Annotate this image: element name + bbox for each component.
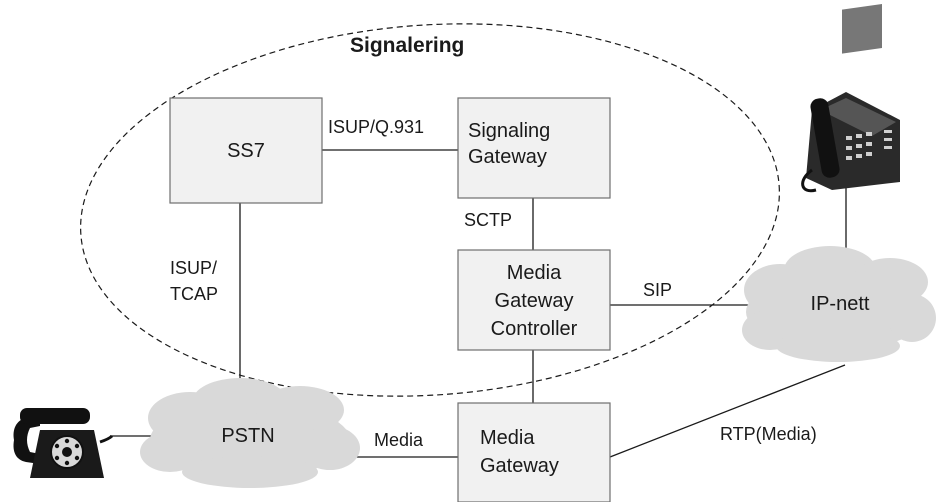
pstn-label: PSTN <box>221 425 274 447</box>
node-signaling-gateway: Signaling Gateway <box>457 97 611 199</box>
label-isup-tcap-2: TCAP <box>170 284 218 304</box>
mgc-label-3: Controller <box>491 318 578 340</box>
node-media-gateway: Media Gateway <box>457 402 611 502</box>
mgc-label-2: Gateway <box>495 290 574 312</box>
cloud-ip-net: IP-nett <box>742 246 936 362</box>
diagram-title: Signalering <box>350 34 464 57</box>
signaling-gateway-label-1: Signaling <box>468 120 550 142</box>
edge-media-gateway-ipnet <box>609 364 846 458</box>
label-isup-q931: ISUP/Q.931 <box>328 117 424 137</box>
node-ss7: SS7 <box>169 97 323 204</box>
desk-phone-icon <box>801 4 900 193</box>
signaling-gateway-label-2: Gateway <box>468 146 547 168</box>
ipnet-label: IP-nett <box>811 293 870 315</box>
mgc-label-1: Media <box>507 262 562 284</box>
label-rtp-media: RTP(Media) <box>720 424 817 444</box>
label-sip: SIP <box>643 280 672 300</box>
media-gateway-label-2: Gateway <box>480 455 559 477</box>
label-media: Media <box>374 430 424 450</box>
node-media-gateway-controller: Media Gateway Controller <box>457 249 611 351</box>
rotary-phone-icon <box>13 408 114 478</box>
label-sctp: SCTP <box>464 210 512 230</box>
label-isup-tcap-1: ISUP/ <box>170 258 217 278</box>
media-gateway-label-1: Media <box>480 427 535 449</box>
signaling-boundary <box>80 23 780 397</box>
cloud-pstn: PSTN <box>140 378 360 488</box>
ss7-label: SS7 <box>227 140 265 162</box>
